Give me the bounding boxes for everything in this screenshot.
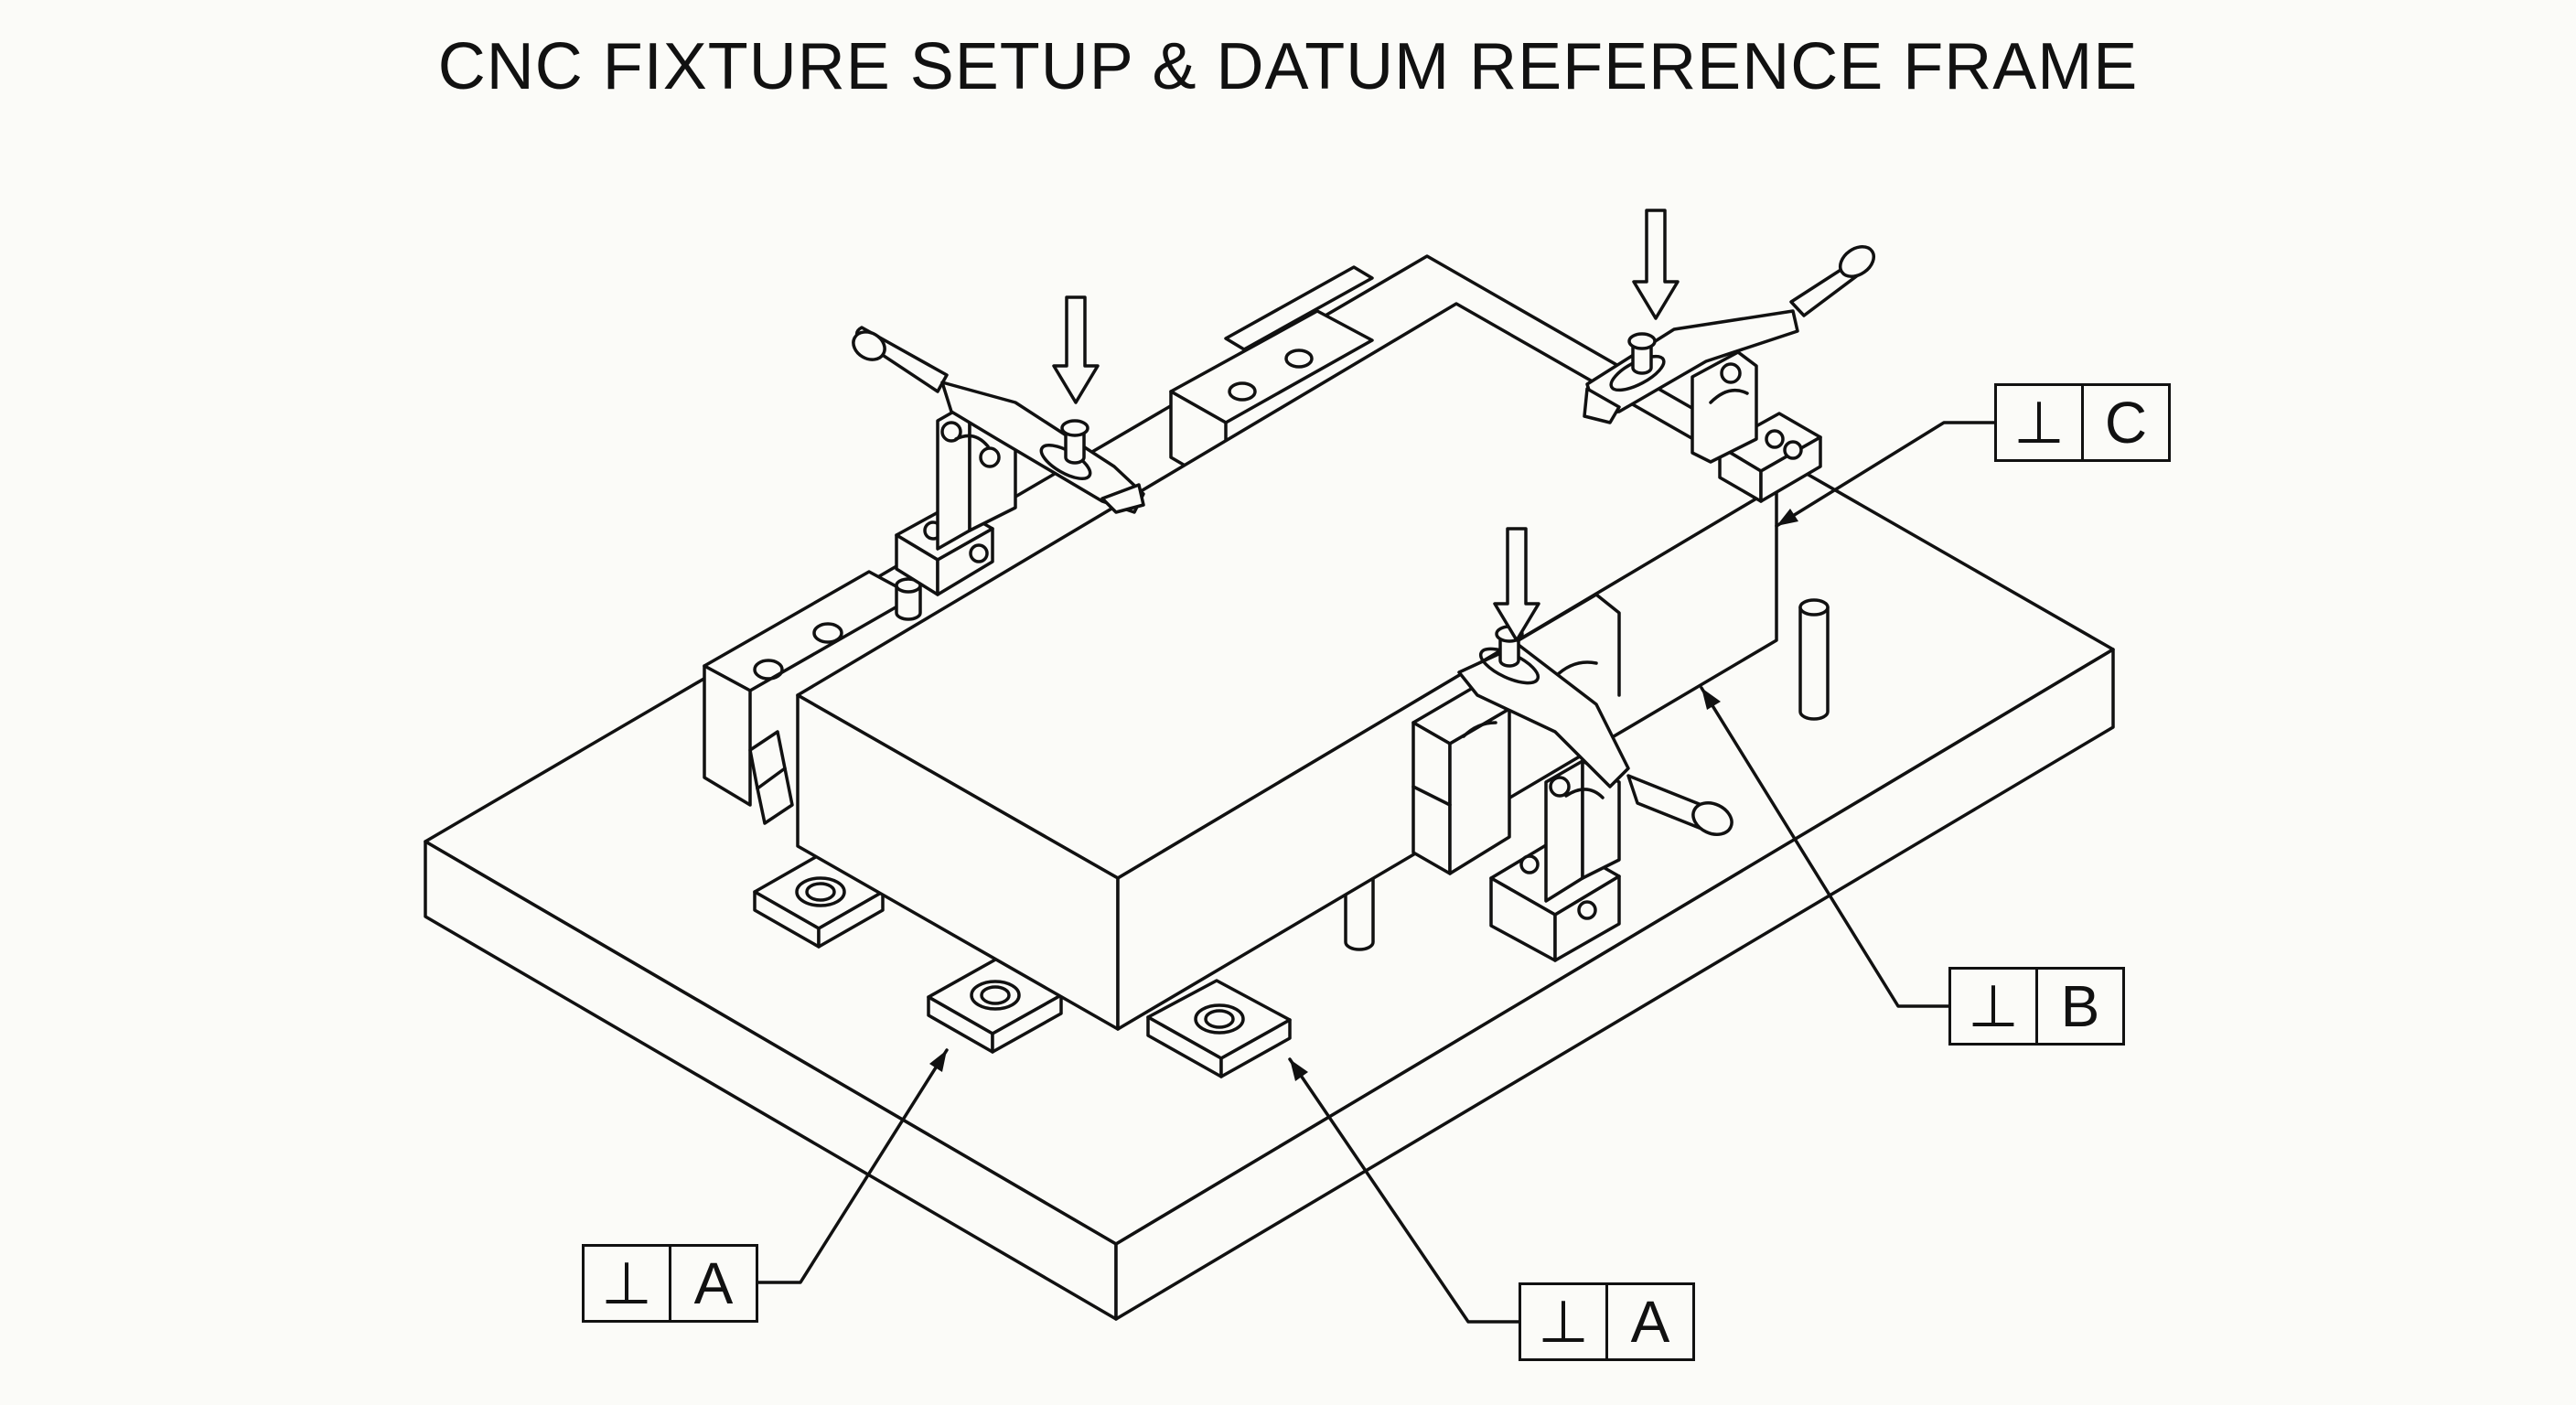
down-arrow-icon — [1052, 295, 1100, 404]
arrowhead-icon — [1701, 688, 1721, 710]
page-title: CNC FIXTURE SETUP & DATUM REFERENCE FRAM… — [437, 30, 2139, 103]
datum-label: A — [1605, 1285, 1692, 1358]
perpendicularity-icon: ⊥ — [1968, 972, 2019, 1039]
datum-label: C — [2081, 386, 2168, 459]
fcf-datum-a-right: ⊥ A — [1519, 1282, 1695, 1361]
leader-datum-b — [1700, 686, 1950, 1008]
fcf-datum-a-left: ⊥ A — [582, 1244, 758, 1323]
side-locator-block — [1411, 593, 1621, 875]
arrowhead-icon — [1776, 509, 1798, 526]
down-arrow-icon — [1493, 527, 1540, 642]
leader-datum-c — [1775, 421, 1996, 528]
toggle-clamp-front — [1457, 625, 1733, 962]
arrowhead-icon — [1290, 1059, 1308, 1081]
leader-datum-a-left — [746, 1048, 949, 1284]
perpendicularity-icon: ⊥ — [2013, 389, 2065, 456]
leader-datum-a-right — [1288, 1057, 1520, 1324]
leader-lines — [746, 421, 1996, 1324]
fcf-datum-c: ⊥ C — [1994, 383, 2171, 462]
perpendicularity-icon: ⊥ — [601, 1249, 652, 1316]
clamp-force-arrows — [1052, 209, 1680, 642]
arrowhead-icon — [929, 1050, 947, 1072]
down-arrow-icon — [1632, 209, 1680, 320]
datum-label: A — [669, 1247, 756, 1320]
toggle-clamp-back-left — [852, 326, 1145, 596]
toggle-clamp-back-right — [1583, 245, 1875, 503]
datum-label: B — [2035, 970, 2122, 1043]
perpendicularity-icon: ⊥ — [1538, 1288, 1589, 1355]
fcf-datum-b: ⊥ B — [1948, 967, 2125, 1046]
